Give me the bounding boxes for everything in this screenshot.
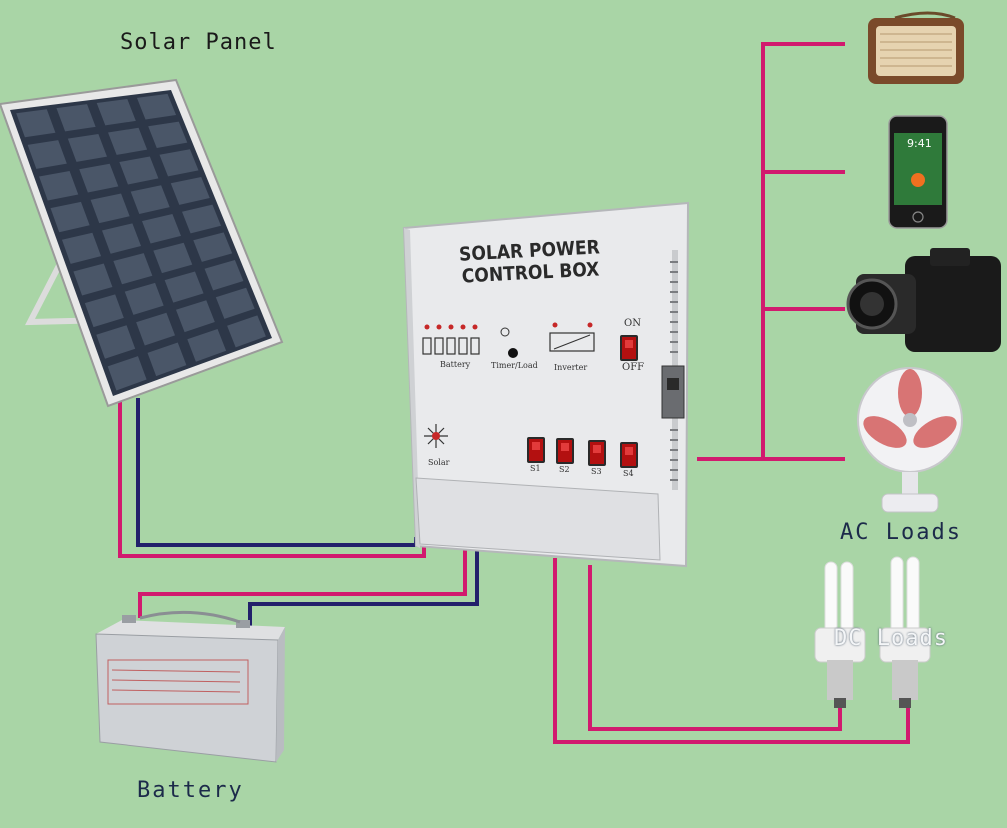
phone-icon	[888, 115, 948, 229]
battery-icon	[95, 610, 285, 763]
ac-wiring	[697, 42, 845, 461]
solar-cell	[84, 294, 124, 328]
solar-cell	[141, 213, 181, 244]
battery-level-icons	[422, 337, 480, 355]
dc-wire-inner	[588, 565, 842, 731]
camera-icon	[846, 248, 1001, 352]
off-label: OFF	[622, 362, 645, 373]
solar-cell	[164, 271, 204, 303]
timer-clock-icon	[500, 327, 510, 337]
dc-wire-outer	[553, 558, 910, 744]
solar-cell	[175, 300, 215, 333]
solar-negative-wire	[136, 398, 418, 547]
solar-cell	[215, 287, 255, 319]
switch-s2-label: S2	[559, 465, 570, 474]
timer-button-icon	[508, 348, 518, 358]
solar-cell	[61, 232, 102, 264]
solar-cell	[73, 263, 113, 296]
switch-s1-label: S1	[530, 464, 541, 473]
solar-cell	[27, 140, 67, 169]
switch-s2[interactable]	[556, 438, 574, 464]
solar-positive-wire	[118, 400, 426, 558]
control-box-icon	[402, 201, 690, 568]
solar-cell	[101, 223, 142, 254]
solar-cell	[119, 156, 159, 185]
battery-negative-wire	[248, 546, 479, 628]
solar-cell	[148, 121, 188, 148]
solar-cell	[227, 315, 266, 348]
solar-panel-caption: Solar Panel	[120, 30, 277, 55]
solar-label: Solar	[428, 458, 450, 467]
inverter-symbol-icon	[549, 332, 595, 352]
solar-cell	[16, 109, 56, 138]
solar-cell	[113, 253, 153, 285]
solar-cell	[136, 93, 177, 120]
phone-clock: 9:41	[907, 137, 932, 150]
battery-caption: Battery	[137, 778, 244, 803]
solar-cell	[153, 242, 193, 274]
timer-load-label: Timer/Load	[491, 361, 538, 370]
solar-cell	[67, 133, 107, 162]
solar-cell	[182, 204, 221, 234]
battery-indicator-label: Battery	[440, 360, 471, 369]
solar-cell	[204, 260, 244, 291]
ac-socket-icon	[661, 365, 685, 419]
solar-cell	[39, 170, 79, 201]
switch-s4-label: S4	[623, 469, 634, 478]
solar-cell	[107, 356, 147, 391]
solar-cell	[136, 312, 176, 346]
switch-s1[interactable]	[527, 437, 545, 463]
radio-icon	[868, 11, 964, 84]
switch-s4[interactable]	[620, 442, 638, 468]
solar-cell	[130, 185, 170, 215]
inverter-label: Inverter	[554, 363, 588, 372]
dc-loads-caption: DC Loads	[834, 626, 948, 651]
solar-cell	[56, 104, 96, 132]
solar-panel-icon	[0, 78, 284, 408]
solar-cell	[147, 342, 187, 377]
solar-cell	[96, 99, 136, 126]
ac-loads-caption: AC Loads	[840, 520, 962, 545]
solar-cell	[108, 127, 148, 155]
solar-cell	[187, 328, 227, 362]
solar-cell	[170, 176, 210, 205]
fan-icon	[857, 367, 963, 513]
solar-cell	[193, 232, 233, 262]
ac-trunk-wire	[697, 42, 845, 461]
on-label: ON	[624, 318, 641, 329]
main-power-switch[interactable]	[620, 335, 638, 361]
switch-s3[interactable]	[588, 440, 606, 466]
cfl-bulb-icon	[814, 561, 866, 708]
switch-s3-label: S3	[591, 467, 602, 476]
solar-cell	[50, 201, 90, 233]
solar-cell	[96, 325, 136, 359]
solar-cell	[159, 149, 199, 177]
solar-cell	[124, 282, 164, 315]
solar-cell	[79, 163, 119, 193]
battery-positive-wire	[138, 546, 467, 618]
solar-cell	[90, 193, 130, 224]
cfl-bulb-icon	[879, 556, 931, 708]
